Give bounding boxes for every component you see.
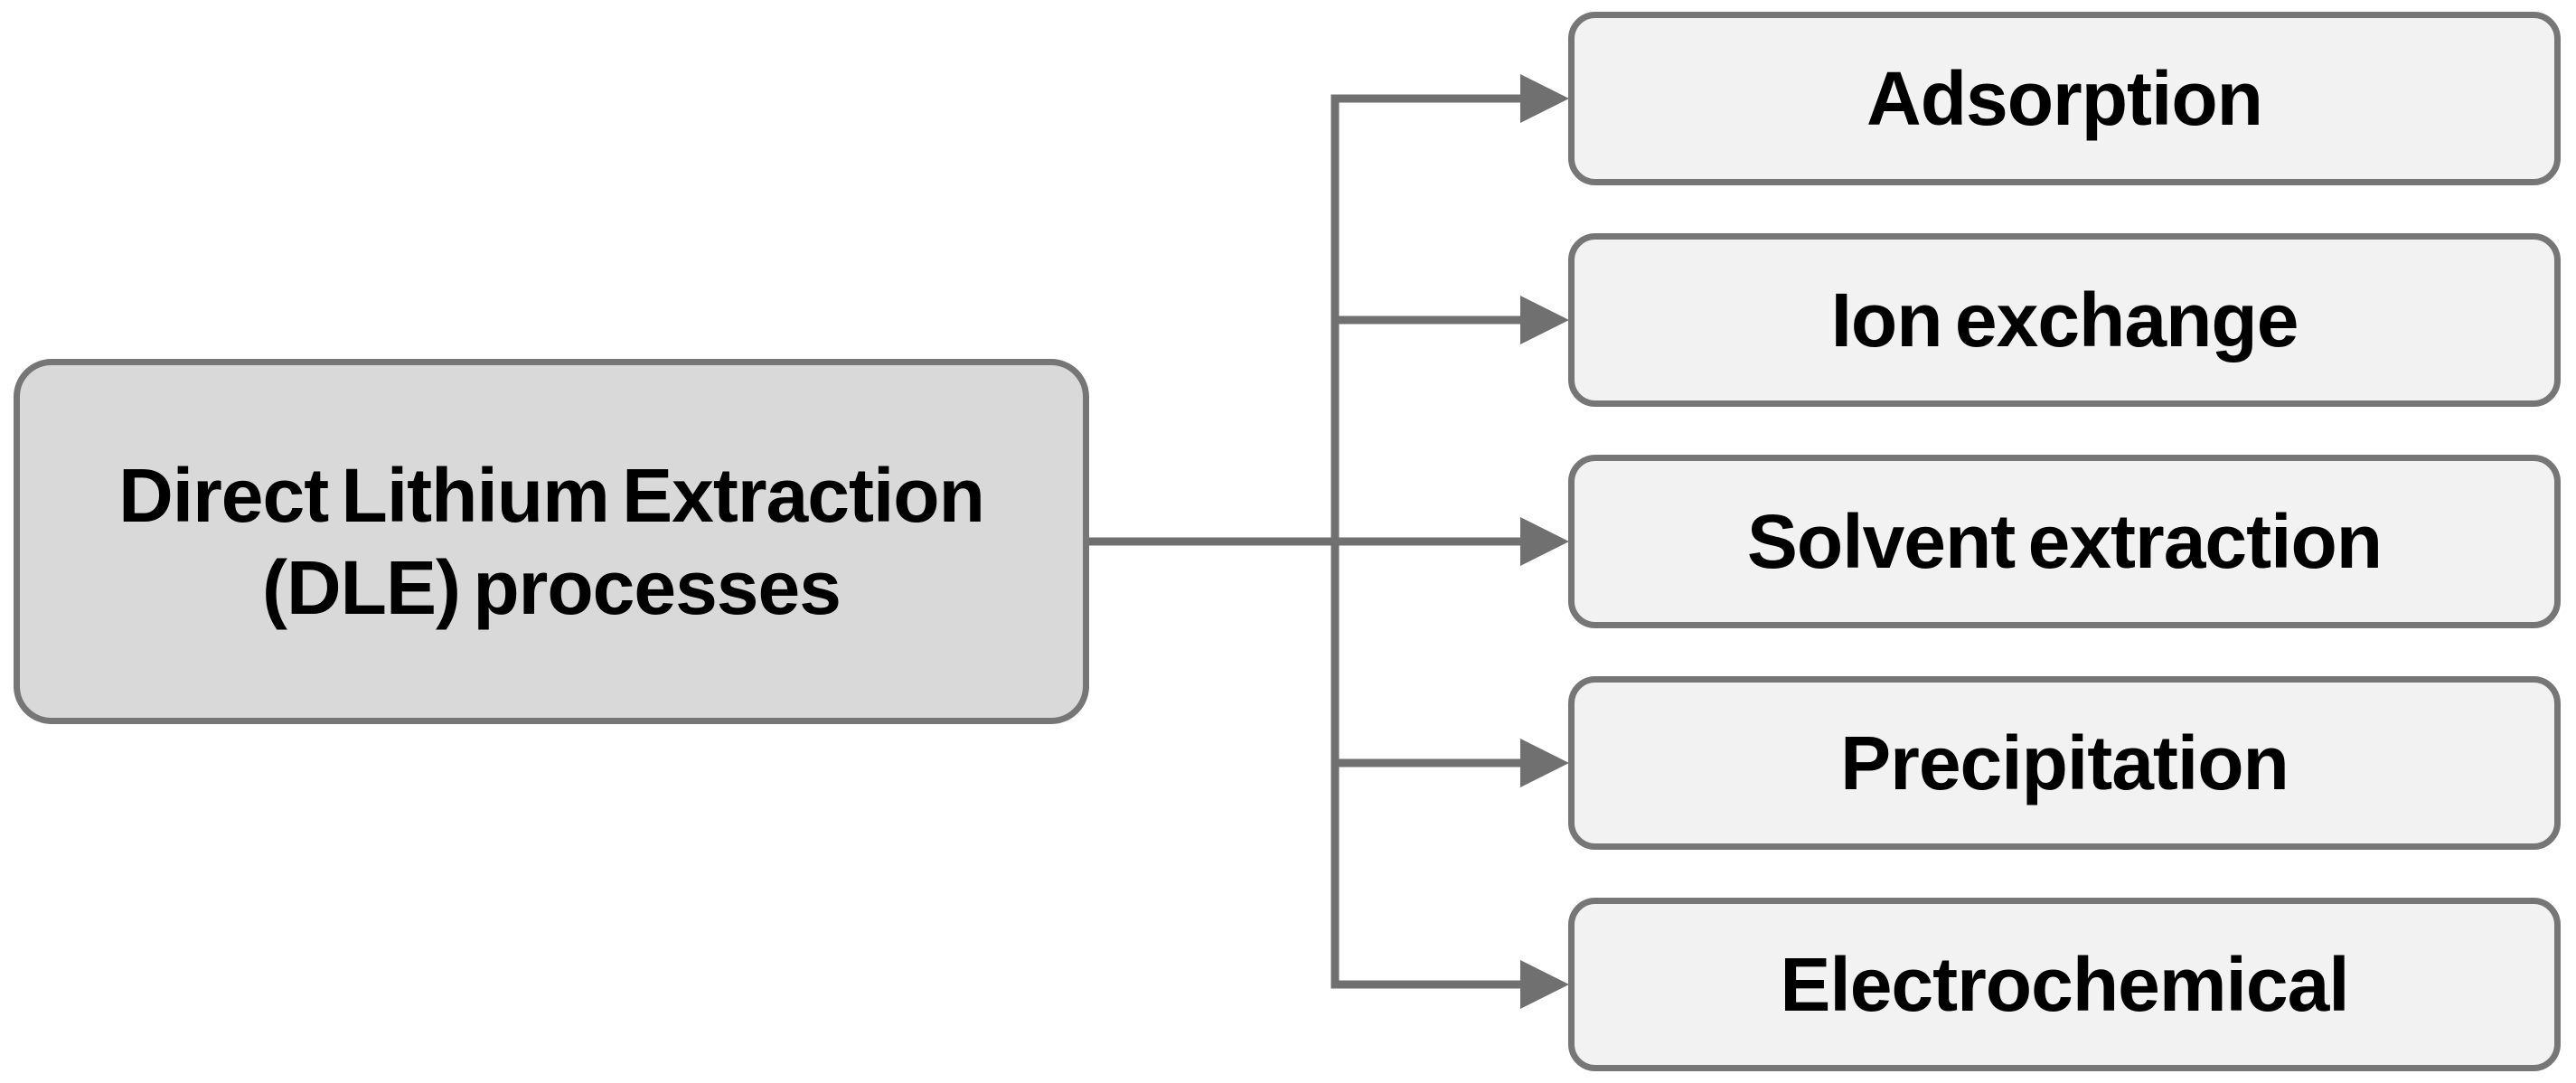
child-node-label: Solvent extraction xyxy=(1746,499,2383,584)
child-node-label: Precipitation xyxy=(1840,720,2289,805)
root-label-line2: (DLE) processes xyxy=(262,545,841,630)
arrowhead-icon xyxy=(1520,517,1569,566)
arrowhead-icon xyxy=(1520,74,1569,123)
root-node-dle-processes: Direct Lithium Extraction (DLE) processe… xyxy=(14,359,1089,724)
child-node-label: Electrochemical xyxy=(1780,942,2349,1027)
root-node-label: Direct Lithium Extraction (DLE) processe… xyxy=(118,449,985,635)
child-node-electrochemical: Electrochemical xyxy=(1568,898,2561,1071)
child-node-solvent-extraction: Solvent extraction xyxy=(1568,455,2561,628)
arrowhead-icon xyxy=(1520,296,1569,344)
arrowhead-icon xyxy=(1520,960,1569,1009)
child-node-precipitation: Precipitation xyxy=(1568,676,2561,850)
root-label-line1: Direct Lithium Extraction xyxy=(118,452,985,538)
child-node-label: Adsorption xyxy=(1866,56,2263,141)
child-node-label: Ion exchange xyxy=(1830,278,2299,363)
child-node-adsorption: Adsorption xyxy=(1568,12,2561,185)
child-node-ion-exchange: Ion exchange xyxy=(1568,233,2561,407)
arrowhead-icon xyxy=(1520,739,1569,787)
